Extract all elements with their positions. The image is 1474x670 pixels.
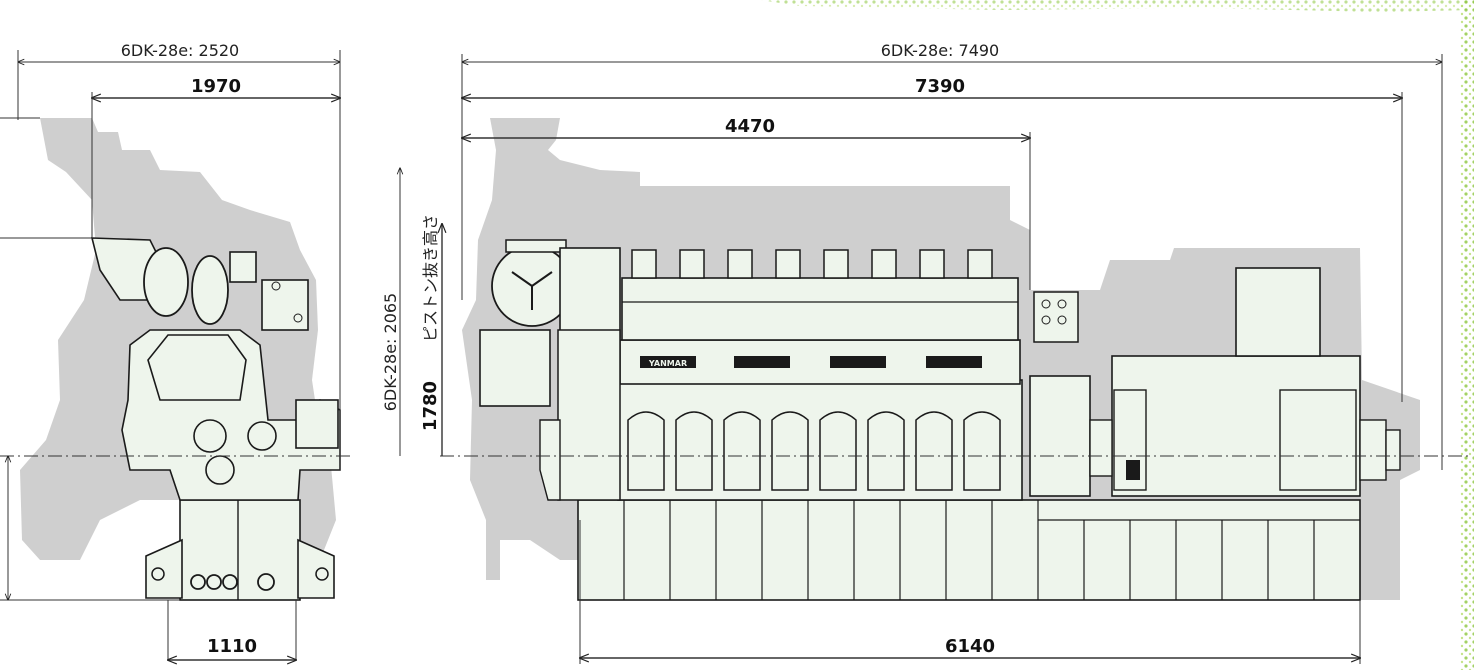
front-overall-height-label: 6DK-28e: 2065 <box>381 293 400 411</box>
engine-length-label: 4470 <box>725 116 775 137</box>
front-overall-length-label: 6DK-28e: 7490 <box>881 41 999 60</box>
side-view-engine <box>20 118 341 601</box>
decorative-green-pattern <box>760 0 1474 670</box>
side-overall-width-label: 6DK-28e: 2520 <box>121 41 239 60</box>
base-length-label: 6140 <box>945 636 995 657</box>
front-height-label: 1780 <box>420 381 441 431</box>
front-view-engine: YANMAR <box>462 118 1420 601</box>
front-view-dimensions <box>400 54 1470 664</box>
side-view-dimensions <box>0 50 350 660</box>
side-base-width-label: 1110 <box>207 636 257 657</box>
piston-removal-height-label: ピストン抜き高さ <box>421 214 440 342</box>
front-length-label: 7390 <box>915 76 965 97</box>
side-width-label: 1970 <box>191 76 241 97</box>
front-view-base <box>577 499 1361 601</box>
brand-plate-text: YANMAR <box>648 359 687 368</box>
side-height-label: 1400 <box>0 505 1 555</box>
brand-plates: YANMAR <box>640 356 982 368</box>
side-view-base <box>179 499 301 601</box>
